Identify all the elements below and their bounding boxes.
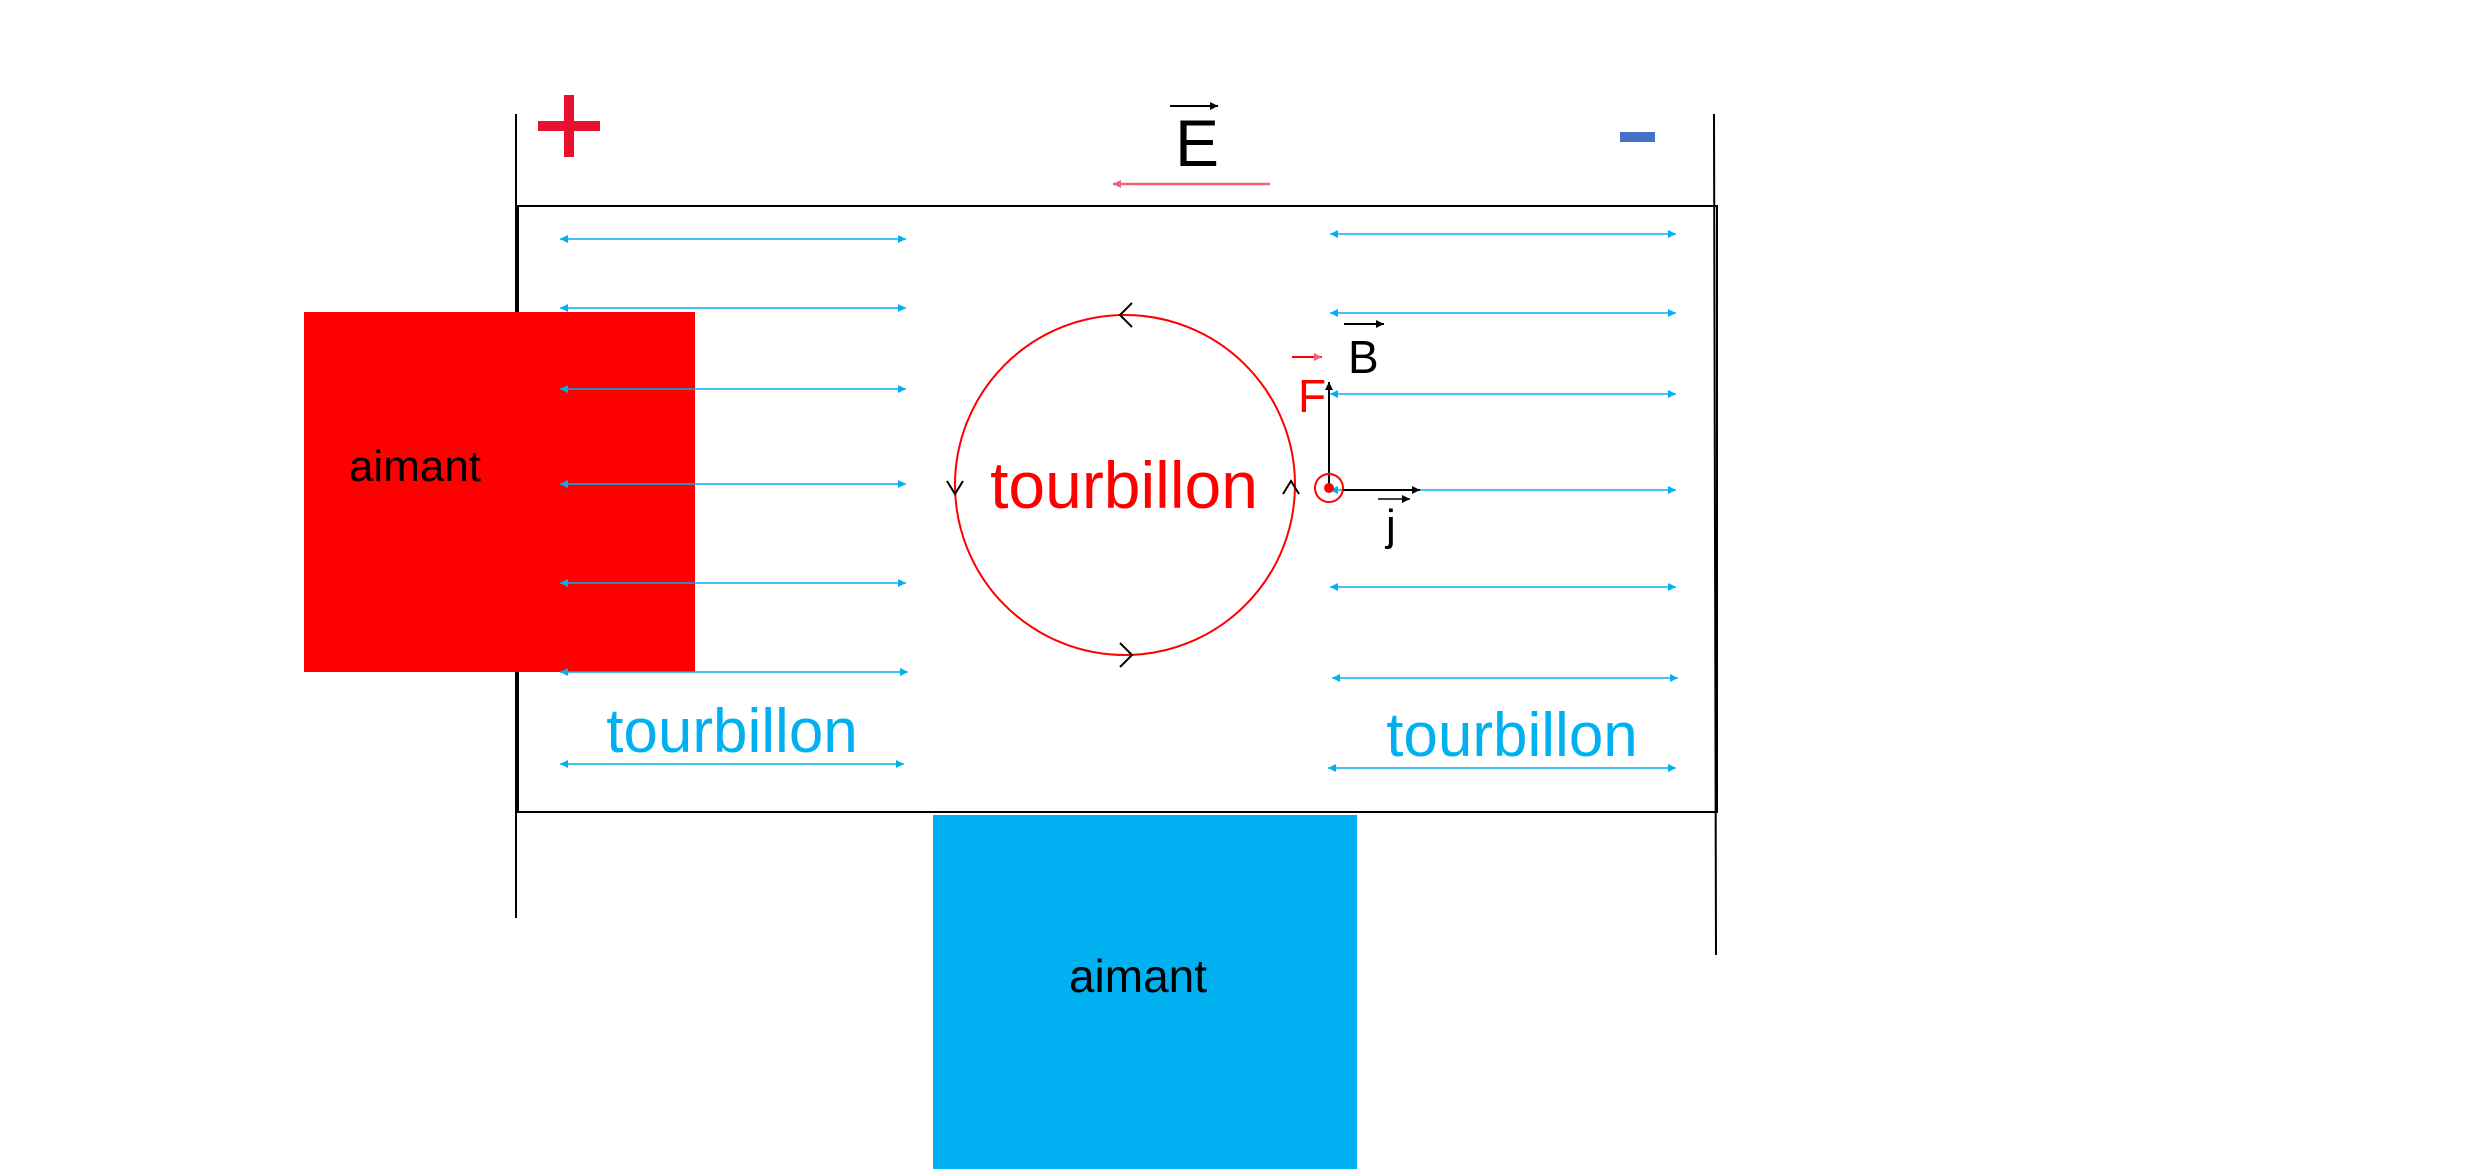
- vortex-direction-chevrons: [946, 302, 1300, 668]
- chevron-left-icon: [1118, 302, 1133, 328]
- plus-sign-icon: [538, 95, 600, 157]
- right-electrode-wire: [1713, 113, 1717, 956]
- vortex-center-label: tourbillon: [990, 448, 1258, 522]
- magnet-left: [304, 312, 695, 672]
- vortex-right-label: tourbillon: [1386, 701, 1638, 770]
- current-out-of-page-icon: [1314, 473, 1344, 503]
- left-field-lines: [560, 235, 908, 768]
- chevron-up-icon: [1282, 479, 1300, 495]
- field-b-label: B: [1348, 331, 1379, 383]
- magnet-left-label: aimant: [349, 442, 481, 491]
- minus-sign-icon: [1620, 132, 1655, 142]
- field-e-label: E: [1175, 106, 1219, 180]
- chevron-right-icon: [1119, 642, 1134, 668]
- right-field-lines: [1328, 230, 1678, 772]
- magnet-bottom: [933, 815, 1357, 1169]
- magnet-bottom-label: aimant: [1069, 950, 1207, 1002]
- current-j-label: j: [1384, 501, 1396, 550]
- vortex-left-label: tourbillon: [606, 697, 858, 766]
- vortex-circle: [954, 314, 1296, 656]
- force-f-label: F: [1298, 370, 1326, 422]
- chevron-down-icon: [946, 480, 964, 496]
